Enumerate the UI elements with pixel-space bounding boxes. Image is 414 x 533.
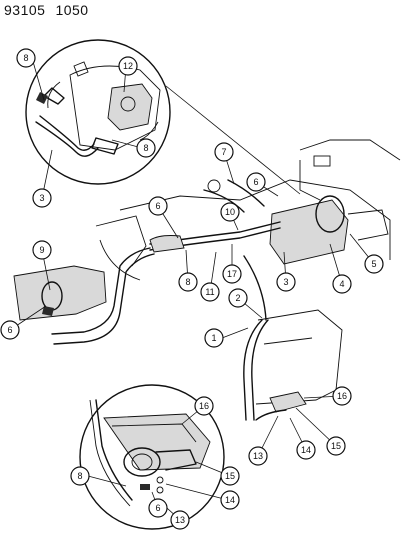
callout-label: 8 [143,143,148,153]
callout-label: 6 [253,177,258,187]
callout-15-inset: 15 [220,466,240,486]
callout-6-canister: 6 [246,172,266,192]
callout-6-inset-bottom: 6 [148,498,168,518]
callout-6-cylinder: 6 [0,320,20,340]
main-assembly [13,139,401,421]
callout-label: 6 [155,503,160,513]
callout-1: 1 [204,328,224,348]
callout-11: 11 [200,282,220,302]
callout-label: 16 [337,391,347,401]
callout-12: 12 [118,56,138,76]
callout-4: 4 [332,274,352,294]
callout-label: 14 [301,445,311,455]
callout-label: 9 [39,245,44,255]
callout-label: 7 [221,147,226,157]
callout-label: 3 [39,193,44,203]
callout-17: 17 [222,264,242,284]
callout-8-top-inset-lower: 8 [136,138,156,158]
callout-label: 8 [23,53,28,63]
callout-5: 5 [364,254,384,274]
callout-label: 13 [253,451,263,461]
callout-label: 3 [283,277,288,287]
callout-label: 8 [185,277,190,287]
callout-16-main: 16 [332,386,352,406]
callout-2: 2 [228,288,248,308]
callout-3-main: 3 [276,272,296,292]
callout-label: 16 [199,401,209,411]
callout-7: 7 [214,142,234,162]
callout-label: 17 [227,269,237,279]
callout-13-inset: 13 [170,510,190,530]
callout-label: 5 [371,259,376,269]
detail-inset-top [25,39,171,185]
callout-label: 15 [331,441,341,451]
callout-label: 4 [339,279,344,289]
callout-13-main: 13 [248,446,268,466]
callout-label: 6 [155,201,160,211]
callout-label: 2 [235,293,240,303]
callout-14-inset: 14 [220,490,240,510]
callout-16-inset: 16 [194,396,214,416]
callout-9: 9 [32,240,52,260]
sheet-number: 1050 [55,2,89,18]
callout-label: 13 [175,515,185,525]
callout-label: 1 [211,333,216,343]
callout-14-main: 14 [296,440,316,460]
callout-label: 8 [77,471,82,481]
callout-label: 12 [123,61,133,71]
callout-6-hose: 6 [148,196,168,216]
callout-15-main: 15 [326,436,346,456]
callout-8-top-inset: 8 [16,48,36,68]
callout-3-inset: 3 [32,188,52,208]
callout-8-inset-bottom: 8 [70,466,90,486]
callout-label: 11 [205,287,214,297]
callout-label: 14 [225,495,235,505]
callout-10: 10 [220,202,240,222]
document-number: 93105 [4,2,46,18]
detail-inset-bottom [79,384,225,530]
callout-8-main: 8 [178,272,198,292]
diagram-header: 93105 1050 [4,2,99,18]
callout-label: 6 [7,325,12,335]
callout-label: 15 [225,471,235,481]
callout-label: 10 [225,207,235,217]
